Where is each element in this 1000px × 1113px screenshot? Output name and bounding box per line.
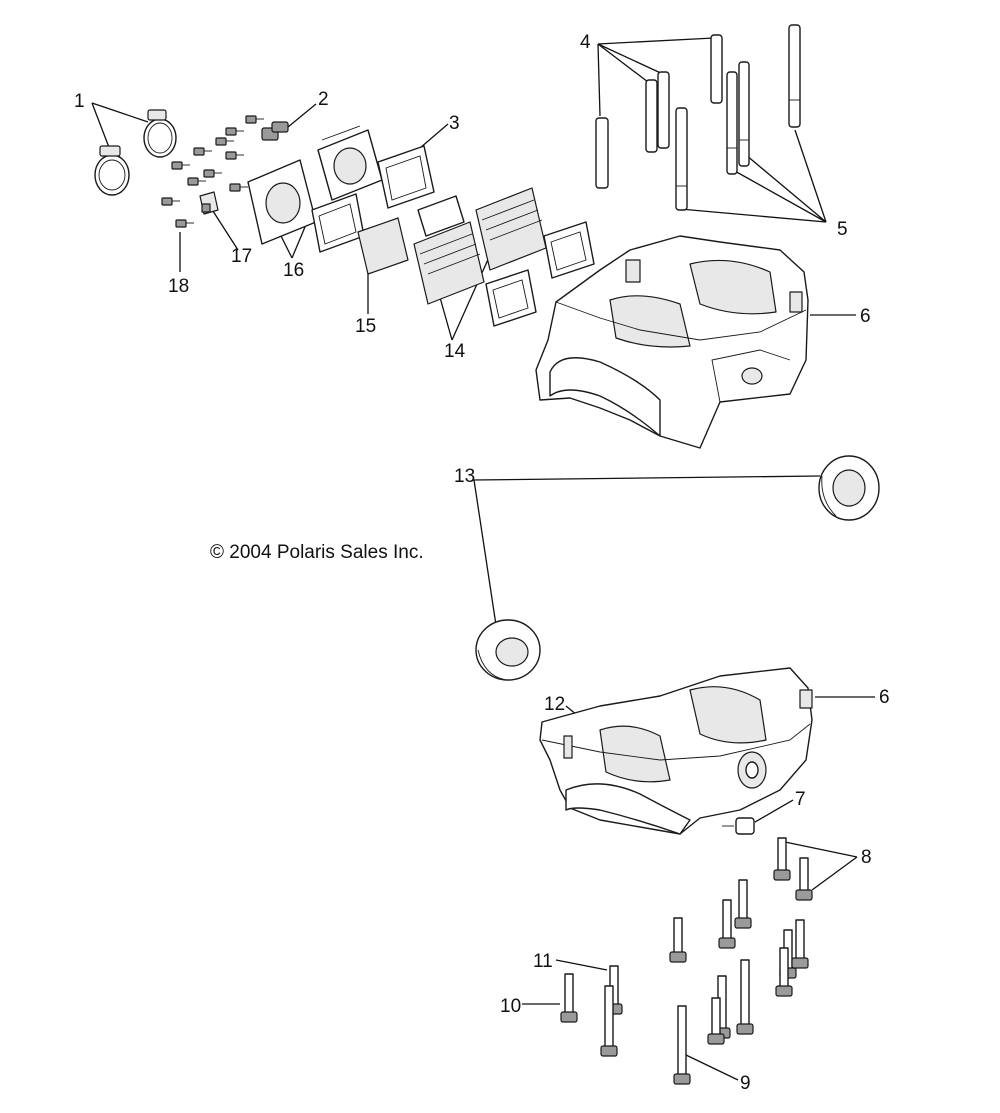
callout-7: 7 <box>795 789 806 810</box>
callout-12: 12 <box>544 694 565 715</box>
leader-lines <box>91 37 875 1081</box>
callout-6-lower: 6 <box>879 687 890 708</box>
callout-6-upper: 6 <box>860 306 871 327</box>
bracket-part <box>199 191 219 215</box>
callout-17: 17 <box>231 246 252 267</box>
hose-clamps <box>94 109 177 196</box>
callout-5: 5 <box>837 219 848 240</box>
callout-16: 16 <box>283 260 304 281</box>
callout-9: 9 <box>740 1073 751 1094</box>
callout-1: 1 <box>74 91 85 112</box>
callout-10: 10 <box>500 996 521 1017</box>
callout-3: 3 <box>449 113 460 134</box>
clip-part <box>261 121 289 141</box>
copyright-notice: © 2004 Polaris Sales Inc. <box>210 542 424 563</box>
crankcase-upper <box>535 235 809 449</box>
small-bolts <box>161 115 264 228</box>
cylinder-studs <box>595 24 801 211</box>
crankcase-bolts <box>560 837 813 1085</box>
callout-2: 2 <box>318 89 329 110</box>
crank-seals <box>475 455 880 681</box>
crankcase-lower <box>539 667 813 835</box>
callout-14: 14 <box>444 341 466 362</box>
callout-11: 11 <box>533 951 553 972</box>
callout-8: 8 <box>861 847 872 868</box>
reed-valves <box>357 187 547 305</box>
callout-labels: 1 2 3 4 5 6 6 7 8 9 10 11 12 13 14 15 16… <box>74 32 890 1094</box>
drain-plug <box>722 817 755 835</box>
callout-4: 4 <box>580 32 591 53</box>
callout-15: 15 <box>355 316 376 337</box>
callout-18: 18 <box>168 276 189 297</box>
callout-13: 13 <box>454 466 475 487</box>
reed-gaskets <box>311 145 595 327</box>
